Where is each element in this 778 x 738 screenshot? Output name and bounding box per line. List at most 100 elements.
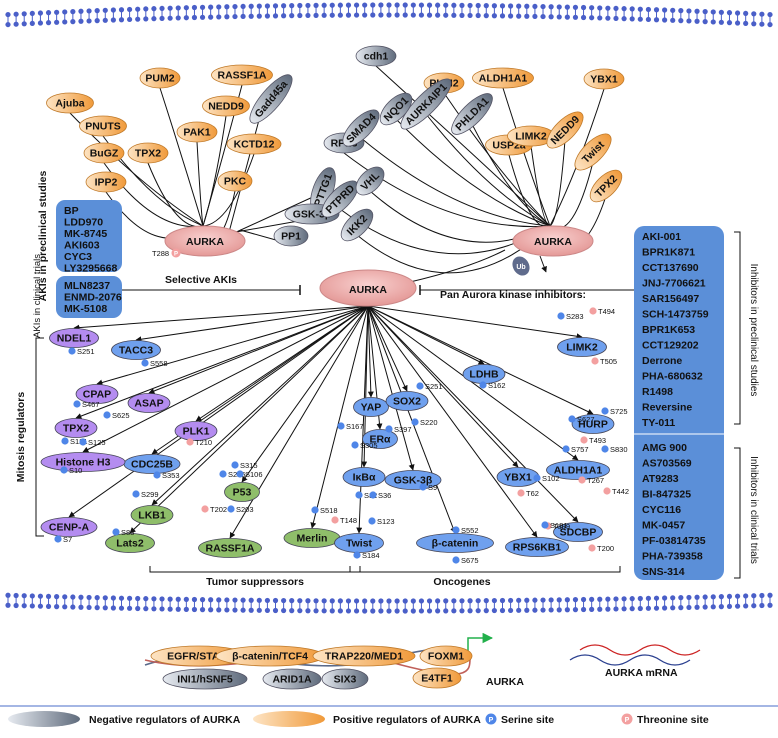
regulator-node: TPX2 bbox=[127, 142, 169, 164]
substrate-label: Merlin bbox=[297, 533, 328, 545]
phospho-site: S558 bbox=[141, 359, 168, 368]
phospho-site: T200 bbox=[588, 544, 614, 553]
site-label: S299 bbox=[141, 490, 159, 499]
pan-preclinical-item: BPR1K653 bbox=[642, 324, 695, 336]
regulator-node: TPX2 bbox=[589, 169, 623, 203]
phospho-site: S123 bbox=[368, 517, 395, 526]
phospho-site: S220 bbox=[411, 418, 438, 427]
threonine-icon bbox=[171, 248, 181, 258]
regulator-node: NEDD9 bbox=[202, 95, 250, 117]
site-label: T493 bbox=[589, 436, 606, 445]
phospho-site: S627 bbox=[568, 415, 595, 424]
central-aurka-node: AURKA bbox=[319, 269, 417, 307]
serine-icon bbox=[385, 425, 393, 433]
regulator-node: PP1 bbox=[273, 225, 309, 247]
substrate-label: YBX1 bbox=[504, 472, 532, 484]
site-label: S627 bbox=[577, 415, 595, 424]
regulator-label: YBX1 bbox=[590, 74, 618, 86]
tf-positive: β-catenin/TCF4 bbox=[215, 645, 325, 667]
phospho-site: S9 bbox=[419, 483, 437, 492]
substrate-node: IκBα bbox=[342, 467, 386, 487]
serine-icon bbox=[351, 441, 359, 449]
phospho-site: T267 bbox=[578, 476, 604, 485]
phospho-site: S552 bbox=[452, 526, 479, 535]
site-label: S283 bbox=[566, 312, 584, 321]
regulator-node: PNUTS bbox=[79, 115, 127, 137]
legend-threonine: Threonine site bbox=[637, 714, 709, 726]
phospho-site: S203 bbox=[227, 505, 254, 514]
group-brackets: Mitosis regulators Tumor suppressors Onc… bbox=[15, 337, 621, 588]
site-label: S518 bbox=[320, 506, 338, 515]
pan-preclinical-title: Inhibitors in preclinical studies bbox=[748, 264, 759, 397]
gene-label: AURKA bbox=[486, 676, 524, 688]
serine-icon bbox=[479, 381, 487, 389]
substrate-label: PLK1 bbox=[183, 426, 210, 438]
site-label: S830 bbox=[610, 445, 628, 454]
site-label: T148 bbox=[340, 516, 357, 525]
tf-negative: INI1/hSNF5 bbox=[162, 668, 248, 690]
aki-clinical-item: MLN8237 bbox=[64, 280, 110, 292]
substrate-node: LDHB bbox=[462, 364, 506, 384]
site-label: T505 bbox=[600, 357, 617, 366]
substrate-label: YAP bbox=[361, 402, 382, 414]
regulator-node: PAK1 bbox=[176, 121, 218, 143]
phospho-site: S467 bbox=[73, 400, 100, 409]
svg-text:P: P bbox=[625, 717, 630, 724]
tf-positive-label: β-catenin/TCF4 bbox=[232, 651, 308, 663]
phospho-site: S7 bbox=[54, 535, 72, 544]
substrate-label: CENP-A bbox=[49, 522, 90, 534]
serine-icon bbox=[112, 528, 120, 536]
right-aurka-label: AURKA bbox=[534, 236, 572, 248]
serine-icon bbox=[452, 526, 460, 534]
pan-preclinical-item: R1498 bbox=[642, 386, 673, 398]
aki-preclinical-item: AKI603 bbox=[64, 240, 100, 252]
serine-icon bbox=[337, 422, 345, 430]
substrate-node: β-catenin bbox=[416, 533, 494, 553]
pan-preclinical-item: SAR156497 bbox=[642, 293, 699, 305]
regulator-label: cdh1 bbox=[364, 51, 389, 63]
regulator-label: Ajuba bbox=[55, 98, 84, 110]
serine-icon bbox=[452, 556, 460, 564]
regulator-node: cdh1 bbox=[355, 45, 397, 67]
regulator-node: KCTD12 bbox=[226, 133, 282, 155]
serine-icon bbox=[227, 505, 235, 513]
pan-preclinical-item: AKI-001 bbox=[642, 231, 681, 243]
aki-clinical-item: MK-5108 bbox=[64, 303, 107, 315]
phospho-site: S283 bbox=[557, 312, 584, 321]
mitosis-title: Mitosis regulators bbox=[15, 392, 27, 483]
site-label: S184 bbox=[362, 551, 380, 560]
phospho-site: S106 bbox=[236, 470, 263, 479]
site-label: S353 bbox=[162, 471, 180, 480]
site-label: T202 bbox=[210, 505, 227, 514]
pan-clinical-item: SNS-314 bbox=[642, 566, 685, 578]
serine-icon bbox=[231, 461, 239, 469]
site-label: S220 bbox=[420, 418, 438, 427]
substrate-label: RPS6KB1 bbox=[513, 542, 562, 554]
substrate-label: IκBα bbox=[353, 472, 376, 484]
phospho-site: S830 bbox=[601, 445, 628, 454]
pan-clinical-item: AT9283 bbox=[642, 473, 679, 485]
substrate-label: NDEL1 bbox=[57, 333, 92, 345]
ubiquitin-label: Ub bbox=[516, 264, 525, 271]
site-label: S9 bbox=[428, 483, 437, 492]
substrate-label: HURP bbox=[578, 419, 608, 431]
tf-positive-label: FOXM1 bbox=[428, 651, 464, 663]
phospho-site: S299 bbox=[132, 490, 159, 499]
substrate-node: SDCBP bbox=[553, 522, 603, 542]
phospho-site: S305 bbox=[351, 441, 378, 450]
site-label: T442 bbox=[612, 487, 629, 496]
serine-icon bbox=[419, 483, 427, 491]
regulator-node: YBX1 bbox=[583, 68, 625, 90]
phospho-site: T493 bbox=[580, 436, 606, 445]
site-label: S251 bbox=[77, 347, 95, 356]
serine-icon bbox=[132, 490, 140, 498]
substrate-node: CENP-A bbox=[40, 517, 98, 537]
legend-serine: Serine site bbox=[501, 714, 554, 726]
serine-icon bbox=[236, 470, 244, 478]
regulator-node: PHLDA1 bbox=[451, 93, 493, 135]
left-aurka-label: AURKA bbox=[186, 236, 224, 248]
serine-icon bbox=[60, 466, 68, 474]
